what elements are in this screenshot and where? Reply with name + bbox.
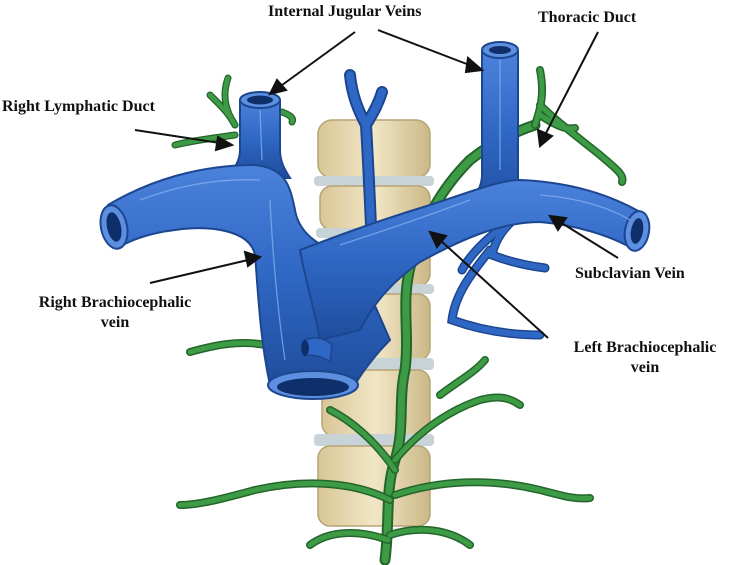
- label-left-brachiocephalic-vein: Left Brachiocephalic vein: [545, 338, 745, 378]
- thoracic-duct-neck: [532, 67, 625, 185]
- vein-highlights: [139, 60, 631, 361]
- label-right-lymphatic-duct: Right Lymphatic Duct: [2, 98, 155, 115]
- arrow-right-brachiocephalic: [149, 259, 249, 284]
- arrow-thoracic-duct: [544, 31, 599, 136]
- label-right-brachiocephalic-line2: vein: [100, 314, 130, 331]
- right-lymphatic-duct: [172, 75, 295, 148]
- label-subclavian-vein: Subclavian Vein: [575, 265, 685, 282]
- label-left-brachiocephalic-line1: Left Brachiocephalic: [573, 339, 717, 356]
- arrow-left-brachiocephalic: [439, 239, 549, 339]
- arrow-left-internal-jugular: [377, 29, 473, 67]
- lymphatic-vessels: [171, 66, 627, 565]
- label-left-brachiocephalic-line2: vein: [630, 359, 660, 376]
- arrow-right-lymphatic-duct: [134, 129, 221, 144]
- label-thoracic-duct: Thoracic Duct: [538, 9, 637, 26]
- label-internal-jugular-veins: Internal Jugular Veins: [268, 3, 422, 20]
- label-right-brachiocephalic-line1: Right Brachiocephalic: [38, 294, 192, 311]
- thoracic-duct-trunk: [381, 121, 539, 564]
- leader-arrows: [134, 29, 619, 339]
- tributary-vein-stub: [304, 337, 333, 364]
- label-right-brachiocephalic-vein: Right Brachiocephalic vein: [10, 293, 220, 333]
- right-internal-jugular-vein: [222, 99, 292, 179]
- arrow-right-internal-jugular: [277, 31, 356, 89]
- arrow-subclavian-vein: [559, 221, 619, 259]
